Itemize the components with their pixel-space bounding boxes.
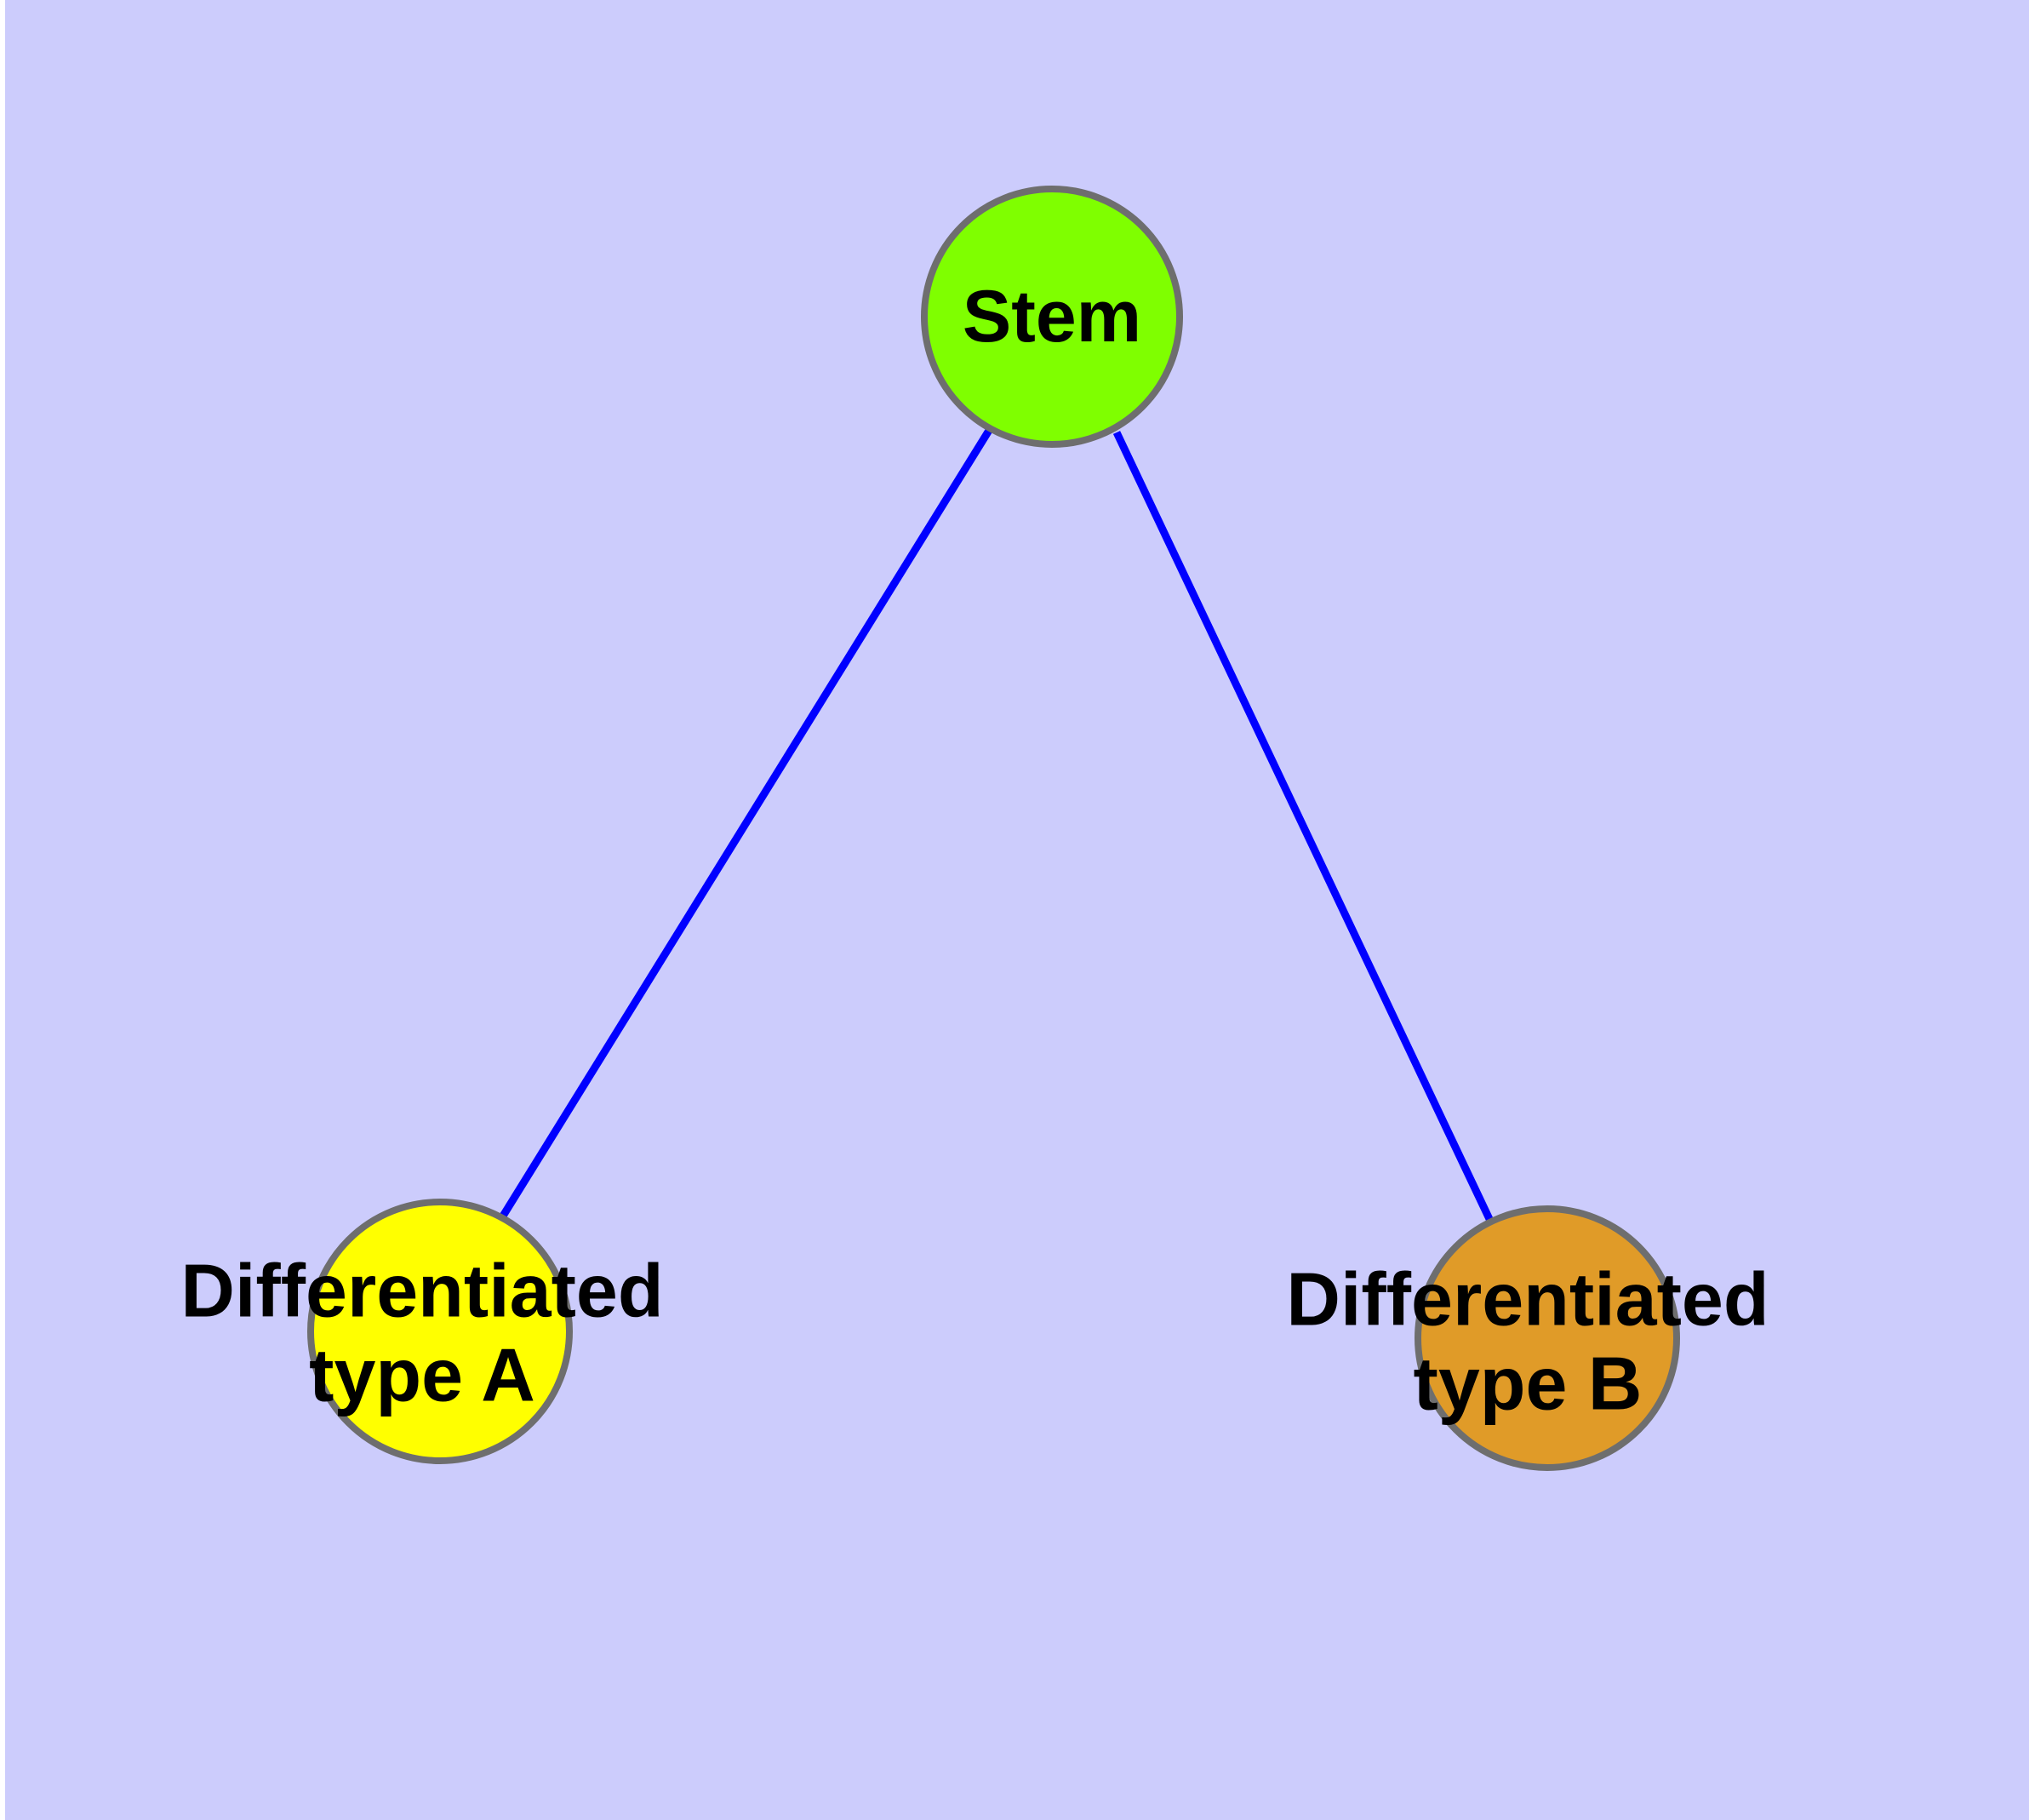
- edge-stem-to-differentiated-type-b: [1112, 431, 1494, 1221]
- node-stem[interactable]: [921, 186, 1183, 448]
- node-differentiated-type-b[interactable]: [1415, 1205, 1680, 1471]
- node-layer: [307, 186, 1680, 1471]
- edge-stem-to-differentiated-type-a: [499, 426, 993, 1220]
- edge-layer: [499, 426, 1494, 1221]
- node-differentiated-type-a[interactable]: [307, 1199, 573, 1464]
